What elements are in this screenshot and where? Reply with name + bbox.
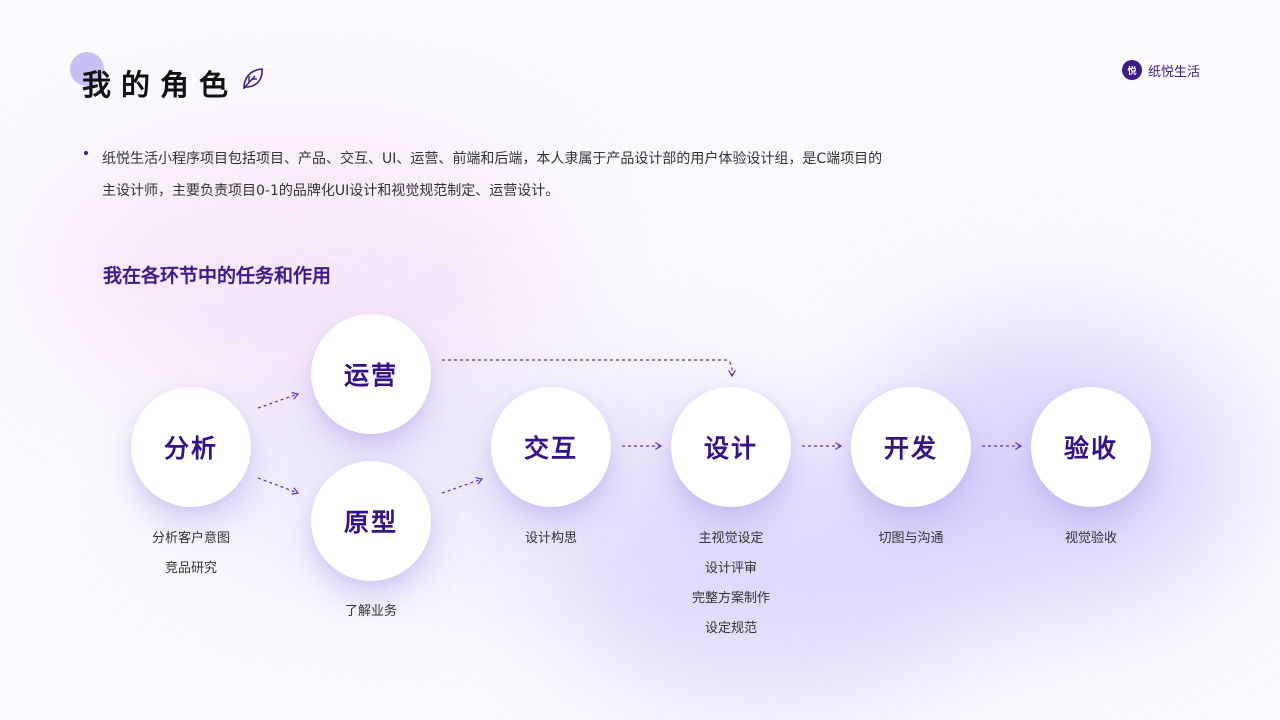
node-label: 交互	[523, 434, 578, 463]
title-decoration-dot	[70, 52, 104, 86]
task-item: 设计评审	[704, 561, 757, 576]
task-item: 视觉验收	[1064, 531, 1117, 546]
flow-node-analysis: 分析	[131, 387, 251, 507]
node-tasks-analysis: 分析客户意图 竞品研究	[111, 524, 271, 584]
flow-node-operation: 运营	[311, 314, 431, 434]
bullet-icon	[84, 151, 88, 155]
task-item: 切图与沟通	[878, 531, 944, 546]
task-item: 设定规范	[704, 621, 757, 636]
node-tasks-prototype: 了解业务	[291, 597, 451, 627]
intro-text: 纸悦生活小程序项目包括项目、产品、交互、UI、运营、前端和后端，本人隶属于产品设…	[102, 151, 883, 199]
node-label: 开发	[883, 434, 938, 463]
task-item: 竞品研究	[164, 561, 217, 576]
task-item: 主视觉设定	[698, 531, 764, 546]
brand-logo: 悦 纸悦生活	[1122, 60, 1200, 80]
intro-paragraph: 纸悦生活小程序项目包括项目、产品、交互、UI、运营、前端和后端，本人隶属于产品设…	[84, 143, 884, 207]
node-label: 运营	[343, 361, 398, 390]
node-label: 原型	[343, 508, 398, 537]
task-item: 分析客户意图	[151, 531, 230, 546]
arrow-analysis-operation	[257, 394, 298, 409]
leaf-icon	[243, 68, 263, 90]
node-tasks-design: 主视觉设定 设计评审 完整方案制作 设定规范	[651, 524, 811, 644]
task-item: 完整方案制作	[691, 591, 770, 606]
page-title: 我的角色	[82, 68, 239, 102]
arrow-prototype-interaction	[441, 479, 482, 494]
flow-node-interaction: 交互	[491, 387, 611, 507]
flow-node-develop: 开发	[851, 387, 971, 507]
flow-node-design: 设计	[671, 387, 791, 507]
flow-node-acceptance: 验收	[1031, 387, 1151, 507]
node-label: 分析	[163, 434, 218, 463]
arrow-operation-design	[442, 359, 732, 376]
flow-node-prototype: 原型	[311, 461, 431, 581]
section-heading: 我在各环节中的任务和作用	[103, 265, 332, 287]
node-tasks-acceptance: 视觉验收	[1011, 524, 1171, 554]
node-label: 设计	[703, 434, 758, 463]
brand-name: 纸悦生活	[1148, 64, 1201, 80]
task-item: 了解业务	[344, 604, 397, 619]
arrow-analysis-prototype	[257, 477, 298, 493]
task-item: 设计构思	[524, 531, 577, 546]
node-tasks-develop: 切图与沟通	[831, 524, 991, 554]
node-tasks-interaction: 设计构思	[471, 524, 631, 554]
brand-logo-icon: 悦	[1122, 60, 1142, 80]
node-label: 验收	[1063, 434, 1118, 463]
